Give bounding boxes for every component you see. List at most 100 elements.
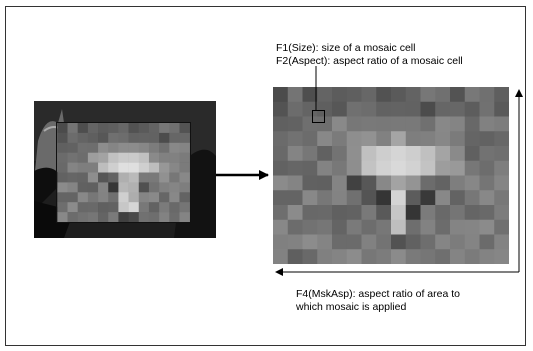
mosaic-cell <box>98 182 109 193</box>
mosaic-cell <box>376 87 392 103</box>
mosaic-cell <box>179 162 190 173</box>
mosaic-cell <box>464 146 480 162</box>
mosaic-cell <box>118 172 129 183</box>
mosaic-cell <box>450 101 466 117</box>
mosaic-cell <box>148 182 160 193</box>
mosaic-cell <box>179 123 190 134</box>
mosaic-cell <box>273 234 289 250</box>
mosaic-cell <box>169 192 180 203</box>
mosaic-cell <box>405 131 421 147</box>
mosaic-cell <box>67 132 78 144</box>
mosaic-cell <box>148 162 160 173</box>
mosaic-cell <box>169 132 180 144</box>
mosaic-cell <box>435 219 451 235</box>
mosaic-cell <box>57 212 68 222</box>
mosaic-cell <box>376 160 392 176</box>
mosaic-cell <box>332 131 348 147</box>
mosaic-cell <box>302 146 318 162</box>
mosaic-cell <box>169 123 180 134</box>
mosaic-cell <box>98 152 109 163</box>
mosaic-cell <box>479 87 495 103</box>
mosaic-cell <box>361 116 377 132</box>
mosaic-cell <box>67 162 78 173</box>
f4-label-line2: which mosaic is applied <box>296 301 407 313</box>
mosaic-cell <box>450 160 466 176</box>
mosaic-cell <box>287 131 303 147</box>
mosaic-cell <box>57 162 68 173</box>
mosaic-cell <box>57 182 68 193</box>
mosaic-cell <box>346 205 362 221</box>
mosaic-cell <box>435 101 451 117</box>
mosaic-cell <box>159 123 170 134</box>
mosaic-cell <box>435 175 451 191</box>
mosaic-cell <box>98 202 109 213</box>
mosaic-cell-marker <box>312 110 325 123</box>
mosaic-cell <box>332 205 348 221</box>
mosaic-cell <box>98 132 109 144</box>
mosaic-cell <box>169 182 180 193</box>
mosaic-cell <box>464 249 480 264</box>
mosaic-cell <box>317 116 333 132</box>
mosaic-cell <box>128 162 140 173</box>
mosaic-cell <box>317 219 333 235</box>
mosaic-cell <box>317 160 333 176</box>
mosaic-cell <box>179 192 190 203</box>
mosaic-cell <box>420 160 436 176</box>
mosaic-cell <box>159 162 170 173</box>
mosaic-cell <box>118 202 129 213</box>
mosaic-cell <box>67 172 78 183</box>
mosaic-cell <box>420 234 436 250</box>
mosaic-cell <box>435 116 451 132</box>
mosaic-cell <box>148 192 160 203</box>
mosaic-cell <box>77 192 89 203</box>
enlarged-mosaic <box>273 87 509 264</box>
mosaic-cell <box>376 219 392 235</box>
mosaic-cell <box>346 249 362 264</box>
mosaic-cell <box>405 101 421 117</box>
mosaic-cell <box>273 116 289 132</box>
mosaic-cell <box>138 182 150 193</box>
mosaic-cell <box>494 101 509 117</box>
mosaic-cell <box>159 172 170 183</box>
mosaic-cell <box>77 123 89 134</box>
mosaic-cell <box>128 172 140 183</box>
mosaic-cell <box>420 190 436 206</box>
mosaic-cell <box>361 249 377 264</box>
mosaic-cell <box>391 87 407 103</box>
mosaic-cell <box>332 146 348 162</box>
mosaic-cell <box>302 87 318 103</box>
mosaic-cell <box>494 175 509 191</box>
mosaic-cell <box>273 160 289 176</box>
mosaic-cell <box>464 101 480 117</box>
mosaic-cell <box>287 101 303 117</box>
mosaic-cell <box>420 219 436 235</box>
mosaic-cell <box>420 205 436 221</box>
mosaic-cell <box>128 152 140 163</box>
mosaic-cell <box>361 146 377 162</box>
mosaic-cell <box>159 132 170 144</box>
mosaic-cell <box>479 234 495 250</box>
mosaic-cell <box>87 182 99 193</box>
mosaic-cell <box>302 219 318 235</box>
mosaic-cell <box>391 190 407 206</box>
mosaic-cell <box>77 172 89 183</box>
mosaic-cell <box>287 160 303 176</box>
mosaic-cell <box>87 172 99 183</box>
mosaic-cell <box>57 192 68 203</box>
mosaic-cell <box>346 146 362 162</box>
mosaic-cell <box>273 249 289 264</box>
mosaic-cell <box>450 116 466 132</box>
mosaic-cell <box>98 142 109 153</box>
mosaic-cell <box>302 205 318 221</box>
mosaic-cell <box>405 116 421 132</box>
mosaic-cell <box>494 234 509 250</box>
mosaic-cell <box>67 152 78 163</box>
mosaic-cell <box>138 212 150 222</box>
mosaic-cell <box>494 87 509 103</box>
mosaic-cell <box>479 131 495 147</box>
mosaic-cell <box>159 152 170 163</box>
mosaic-cell <box>138 142 150 153</box>
mosaic-cell <box>317 101 333 117</box>
mosaic-cell <box>77 212 89 222</box>
mosaic-cell <box>169 142 180 153</box>
